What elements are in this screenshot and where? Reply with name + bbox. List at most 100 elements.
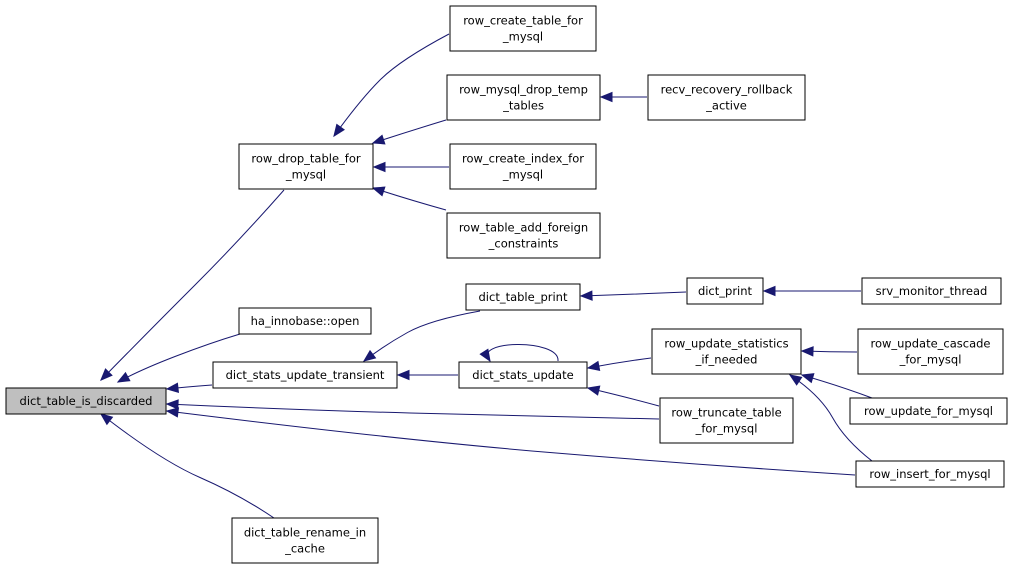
node-label: _tables xyxy=(502,99,544,113)
edge-stats_transient-to-root xyxy=(165,382,213,393)
node-box xyxy=(212,361,398,389)
node-row-upd-stats[interactable]: row_update_statistics_if_needed xyxy=(651,328,802,375)
arrow-head xyxy=(800,373,815,384)
node-box xyxy=(449,5,597,52)
arrow-head xyxy=(788,374,803,386)
node-root[interactable]: dict_table_is_discarded xyxy=(5,387,167,415)
node-label: dict_stats_update_transient xyxy=(226,368,385,382)
edge-row_upd_stats-to-stats_update xyxy=(586,357,652,372)
nodes-layer: dict_table_is_discarded row_drop_table_fo… xyxy=(5,5,1008,564)
edge-create_table-to-row_drop xyxy=(333,33,450,138)
node-box xyxy=(449,143,597,190)
edge-upd_mysql-to-row_upd_stats xyxy=(800,373,873,399)
node-table-print[interactable]: dict_table_print xyxy=(465,283,581,311)
node-box xyxy=(231,517,379,564)
edge-create_index-to-row_drop xyxy=(372,161,449,173)
arrow-head xyxy=(116,371,131,383)
node-label: _mysql xyxy=(285,168,326,182)
node-label: row_truncate_table xyxy=(671,406,781,420)
node-create-index[interactable]: row_create_index_for_mysql xyxy=(449,143,597,190)
node-dict-print[interactable]: dict_print xyxy=(686,277,764,305)
node-label: dict_stats_update xyxy=(472,368,573,382)
arrow-head xyxy=(100,368,113,381)
node-ha-open[interactable]: ha_innobase::open xyxy=(238,307,372,335)
edge-line xyxy=(100,189,285,381)
node-box xyxy=(647,74,806,121)
node-box xyxy=(458,361,588,389)
edge-line xyxy=(363,310,481,362)
node-stats-transient[interactable]: dict_stats_update_transient xyxy=(212,361,398,389)
node-label: dict_table_rename_in xyxy=(244,526,366,540)
node-box xyxy=(238,143,374,190)
edge-table_print-to-stats_transient xyxy=(362,310,481,362)
node-label: _mysql xyxy=(502,30,543,44)
node-box xyxy=(861,277,1002,305)
node-label: _for_mysql xyxy=(899,353,962,367)
edge-drop_temp-to-row_drop xyxy=(371,119,447,145)
arrow-head xyxy=(586,360,601,372)
node-label: row_create_index_for xyxy=(462,152,584,166)
edge-line xyxy=(580,291,687,297)
node-box xyxy=(465,283,581,311)
node-box xyxy=(855,460,1005,488)
node-srv-monitor[interactable]: srv_monitor_thread xyxy=(861,277,1002,305)
node-box xyxy=(5,387,167,415)
node-box xyxy=(849,397,1008,425)
node-label: row_create_table_for xyxy=(463,14,583,28)
arrow-head xyxy=(396,369,410,381)
arrow-head xyxy=(800,346,814,357)
node-label: dict_print xyxy=(698,284,753,298)
node-label: row_mysql_drop_temp xyxy=(459,83,588,97)
node-label: ha_innobase::open xyxy=(251,314,360,328)
node-create-table[interactable]: row_create_table_for _mysql xyxy=(449,5,597,52)
node-insert-mysql[interactable]: row_insert_for_mysql xyxy=(855,460,1005,488)
node-truncate[interactable]: row_truncate_table_for_mysql xyxy=(659,397,794,444)
node-recv-rollback[interactable]: recv_recovery_rollback_active xyxy=(647,74,806,121)
arrow-head xyxy=(372,161,386,173)
node-label: _constraints xyxy=(488,237,559,251)
node-label: dict_table_print xyxy=(479,290,568,304)
edge-truncate-to-root xyxy=(165,399,660,420)
arrow-head xyxy=(599,91,613,103)
node-label: row_drop_table_for xyxy=(251,152,360,166)
node-rename-cache[interactable]: dict_table_rename_in_cache xyxy=(231,517,379,564)
arrow-head xyxy=(362,349,377,362)
arrow-head xyxy=(579,290,593,301)
node-label: dict_table_is_discarded xyxy=(20,394,153,408)
edge-row_drop-to-root xyxy=(100,189,285,381)
edge-rename_cache-to-root xyxy=(99,413,275,519)
node-box xyxy=(686,277,764,305)
edge-recv_rollback-to-drop_temp xyxy=(599,91,648,103)
edge-add_foreign-to-row_drop xyxy=(371,186,447,211)
edge-dict_print-to-table_print xyxy=(579,290,687,301)
edge-truncate-to-stats_update xyxy=(586,385,660,407)
node-drop-temp[interactable]: row_mysql_drop_temp _tables xyxy=(446,74,601,121)
edge-insert_mysql-to-row_upd_stats xyxy=(788,374,873,462)
arrow-head xyxy=(479,348,491,363)
node-upd-mysql[interactable]: row_update_for_mysql xyxy=(849,397,1008,425)
arrow-head xyxy=(165,399,179,410)
node-row-drop[interactable]: row_drop_table_for _mysql xyxy=(238,143,374,190)
node-label: row_update_for_mysql xyxy=(864,404,993,418)
node-box xyxy=(857,328,1004,375)
edge-upd_cascade-to-row_upd_stats xyxy=(800,346,858,357)
edge-line xyxy=(166,403,660,420)
node-add-foreign[interactable]: row_table_add_foreign _constraints xyxy=(446,212,601,259)
node-stats-update[interactable]: dict_stats_update xyxy=(458,361,588,389)
node-label: row_update_statistics xyxy=(664,337,788,351)
node-label: row_table_add_foreign xyxy=(459,221,588,235)
edge-line xyxy=(789,374,873,462)
node-label: recv_recovery_rollback xyxy=(661,83,793,97)
edge-stats_update-to-stats_update xyxy=(479,344,559,363)
edge-line xyxy=(100,413,275,519)
edge-line xyxy=(117,333,241,383)
arrow-head xyxy=(371,134,386,145)
arrow-head xyxy=(333,123,345,138)
node-box xyxy=(659,397,794,444)
edge-srv_monitor-to-dict_print xyxy=(762,285,862,297)
arrow-head xyxy=(99,413,114,426)
node-box xyxy=(651,328,802,375)
arrow-head xyxy=(371,186,386,197)
node-upd-cascade[interactable]: row_update_cascade_for_mysql xyxy=(857,328,1004,375)
